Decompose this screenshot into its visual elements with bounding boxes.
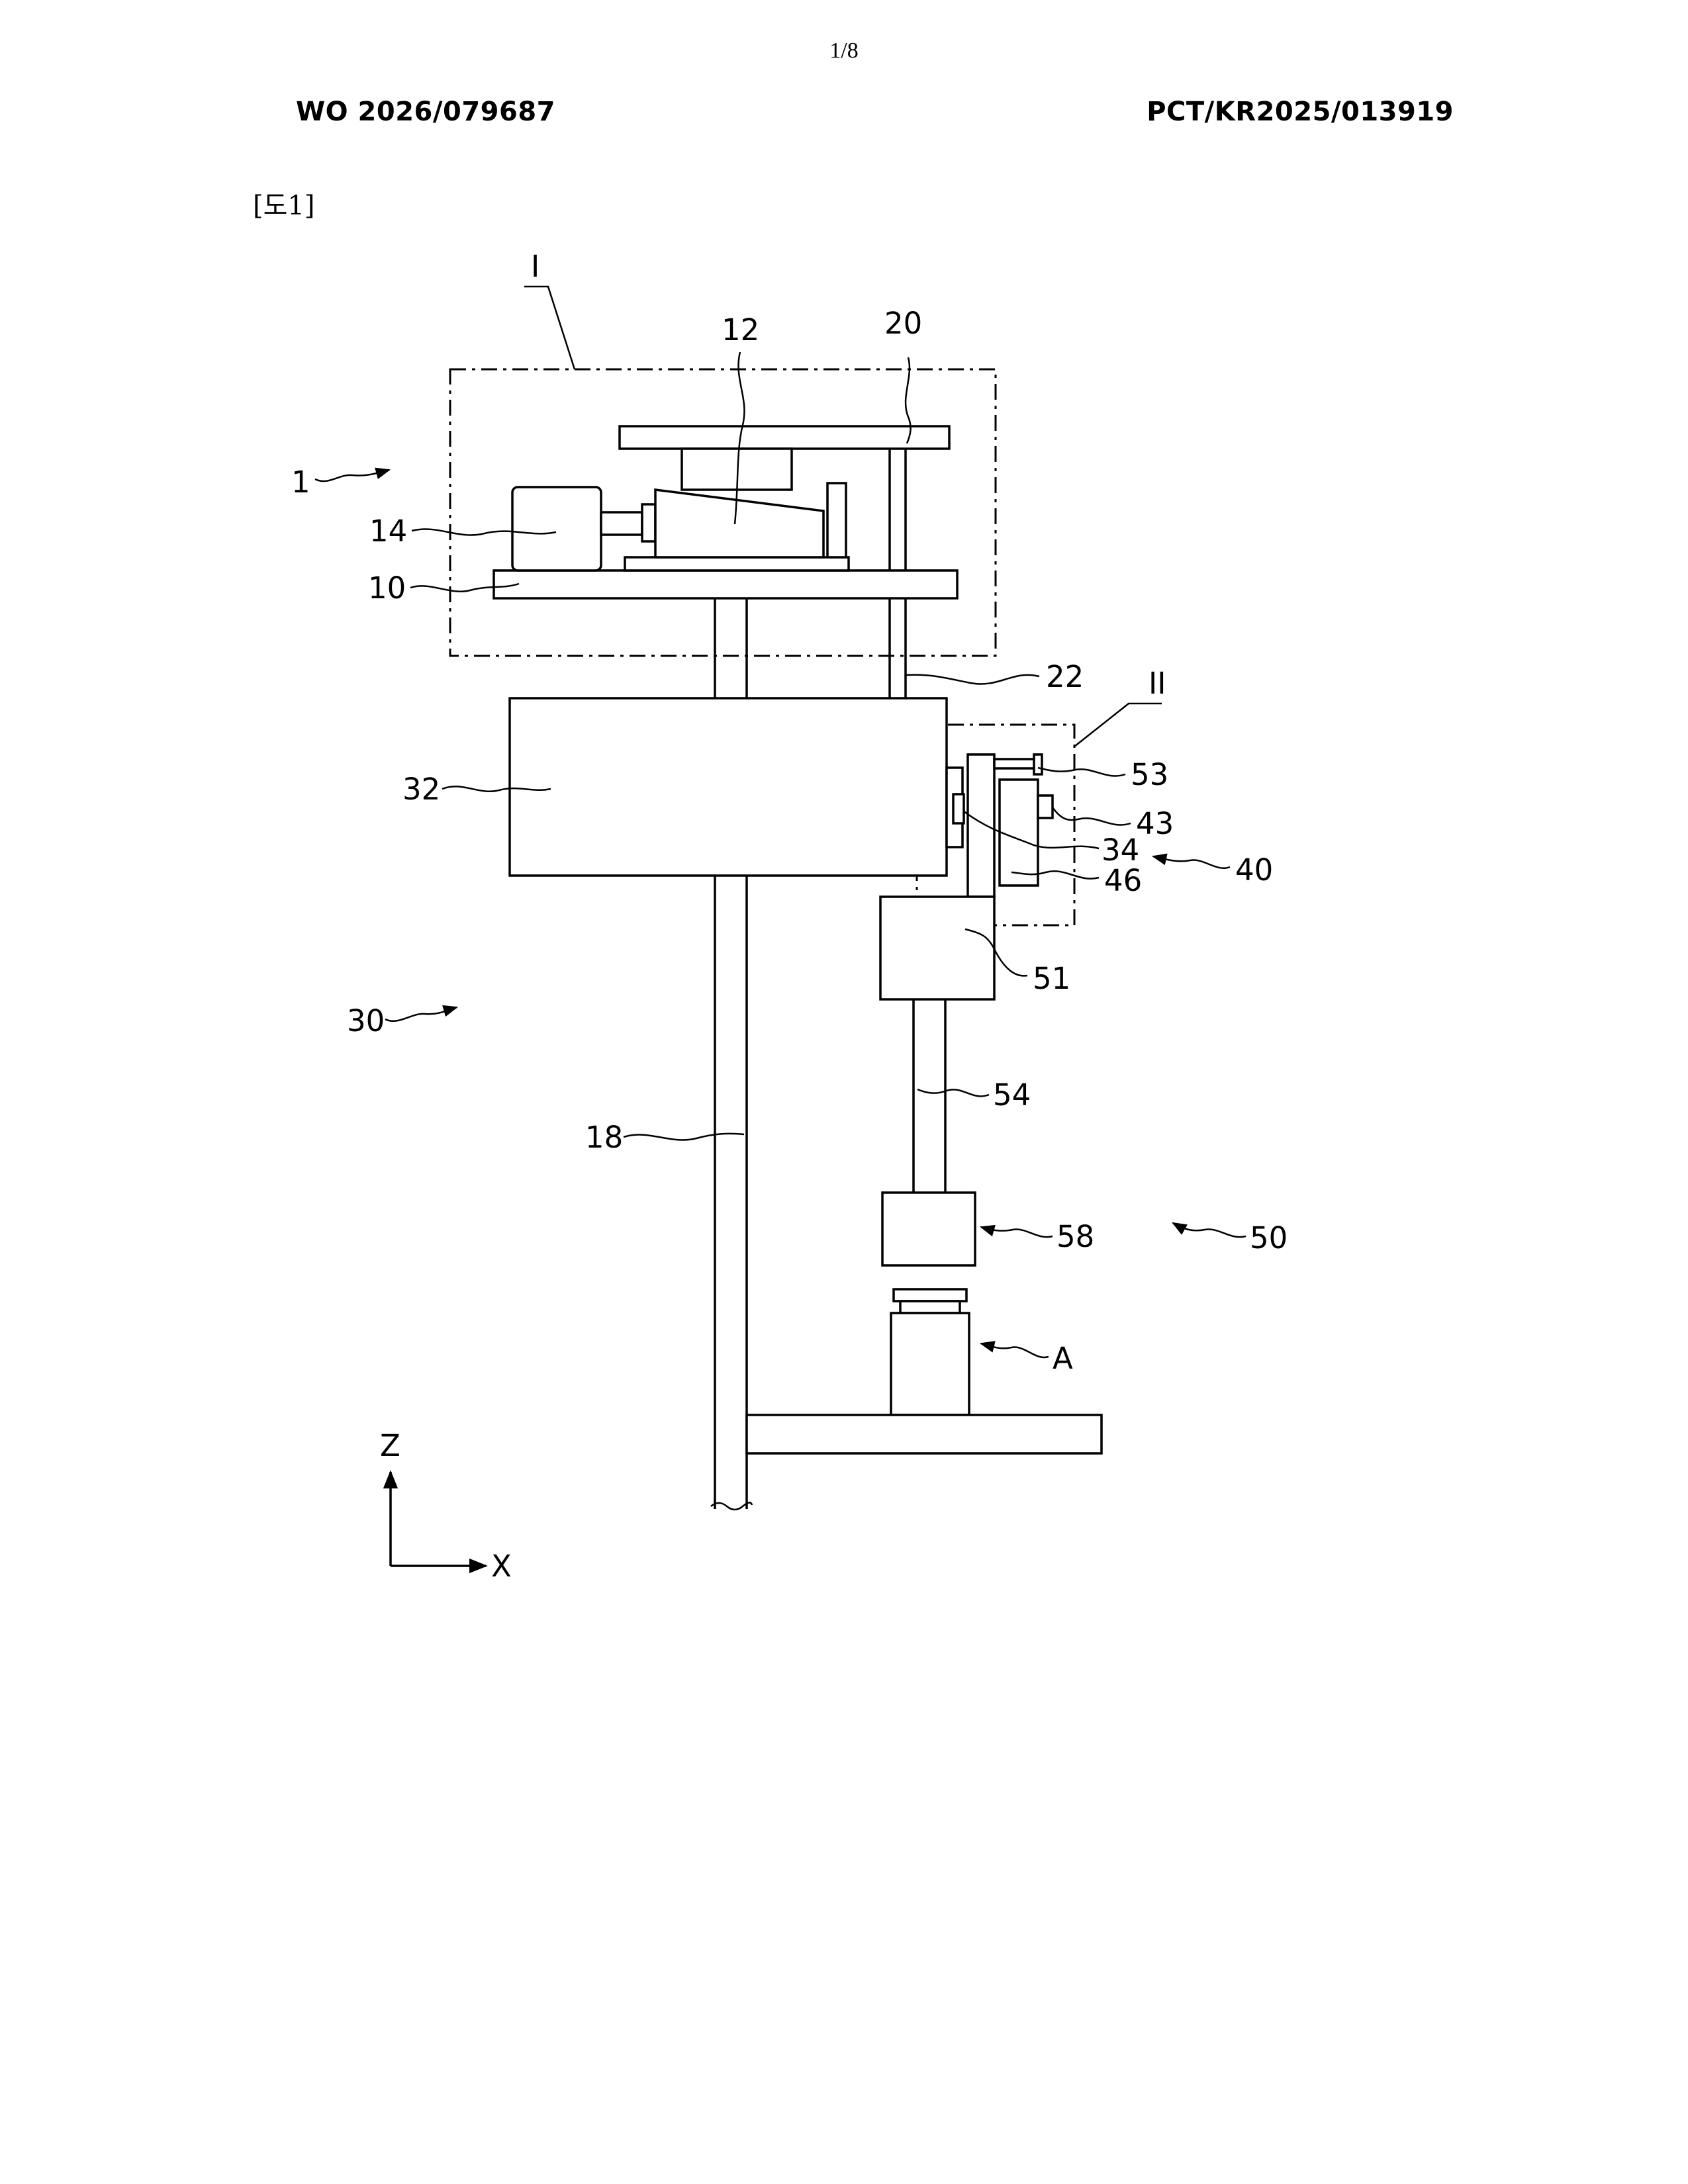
arrow-1	[315, 470, 389, 481]
object-A-body	[891, 1313, 969, 1415]
shaft-53	[994, 759, 1037, 768]
leader-53	[1038, 768, 1125, 776]
arrow-A	[981, 1343, 1049, 1357]
label-58: 58	[1056, 1219, 1094, 1254]
label-detail-II: II	[1149, 666, 1166, 701]
leader-18	[624, 1134, 744, 1140]
label-51: 51	[1033, 961, 1070, 996]
head-58	[882, 1193, 975, 1265]
base-plate-10	[494, 570, 957, 598]
arrow-50	[1173, 1223, 1246, 1237]
object-A-neck	[900, 1301, 960, 1313]
leader-22	[906, 675, 1039, 684]
stopper-plate	[827, 483, 846, 557]
slider-51	[880, 897, 994, 999]
axis-z-label: Z	[380, 1428, 400, 1463]
block-46	[1000, 780, 1038, 886]
label-A: A	[1053, 1341, 1073, 1376]
wedge-body-12	[655, 490, 823, 557]
axis-x-label: X	[491, 1549, 512, 1584]
support-table	[747, 1415, 1102, 1453]
label-46: 46	[1104, 863, 1142, 898]
label-30: 30	[347, 1003, 385, 1038]
part-34-pad	[953, 794, 964, 823]
cap-53	[1034, 754, 1042, 774]
housing-32	[510, 698, 947, 876]
label-40: 40	[1235, 852, 1273, 887]
label-53: 53	[1131, 757, 1168, 792]
label-20: 20	[884, 306, 922, 341]
knob-43	[1038, 796, 1053, 818]
label-50: 50	[1250, 1220, 1288, 1255]
label-1: 1	[291, 465, 310, 500]
arrow-58	[981, 1227, 1053, 1237]
leader-54	[917, 1089, 989, 1096]
label-14: 14	[369, 514, 407, 549]
motor-shaft	[601, 512, 642, 535]
arrow-40	[1153, 856, 1230, 868]
mount-pad	[625, 557, 849, 570]
label-18: 18	[585, 1120, 623, 1155]
label-12: 12	[722, 312, 759, 347]
detail-II-leader	[1074, 704, 1162, 747]
top-plate-20	[620, 426, 949, 449]
label-10: 10	[368, 570, 406, 606]
label-detail-I: I	[531, 249, 539, 284]
coupling	[642, 504, 655, 541]
leader-43	[1053, 807, 1131, 825]
detail-I-leader	[524, 287, 575, 369]
motor-14	[512, 487, 601, 570]
label-43: 43	[1136, 806, 1174, 841]
arm-51-upper	[968, 754, 994, 897]
arrow-30	[385, 1007, 457, 1021]
label-54: 54	[993, 1077, 1031, 1113]
object-A-cap	[894, 1289, 966, 1301]
label-32: 32	[402, 772, 440, 807]
label-22: 22	[1046, 659, 1084, 694]
